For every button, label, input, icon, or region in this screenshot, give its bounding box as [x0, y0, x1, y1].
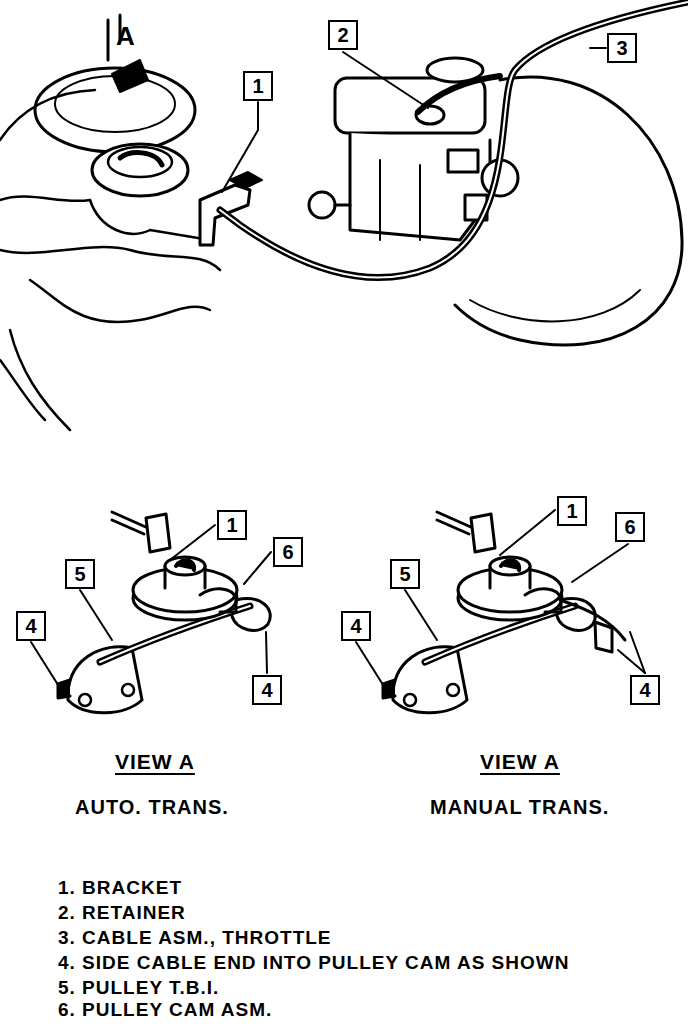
callout-number: 5	[74, 564, 85, 584]
callout-number: 3	[616, 38, 627, 58]
callout-box: 1	[217, 510, 247, 540]
callout-number: 4	[25, 616, 36, 636]
callout-box: 1	[243, 71, 273, 101]
legend-text: 1. BRACKET	[58, 878, 182, 899]
callout-box: 6	[615, 512, 645, 542]
callout-box: 6	[273, 537, 303, 567]
view-title: VIEW A	[115, 750, 195, 773]
callout-number: 4	[261, 680, 272, 700]
callout-box: 4	[16, 611, 46, 641]
leader-lines	[31, 510, 645, 688]
callout-number: 1	[252, 76, 263, 96]
view-title: VIEW A	[480, 750, 560, 773]
engine-illustration	[0, 2, 688, 430]
callout-box: 5	[390, 559, 420, 589]
callout-box: 5	[65, 559, 95, 589]
callout-number: 6	[624, 517, 635, 537]
callout-box: 4	[252, 675, 282, 705]
callout-number: 4	[350, 616, 361, 636]
view-caption: MANUAL TRANS.	[430, 796, 609, 818]
legend-text: 2. RETAINER	[58, 903, 186, 924]
auto-trans-view	[58, 512, 270, 713]
callout-number: 6	[282, 542, 293, 562]
callout-number: 2	[337, 25, 348, 45]
legend-text: 5. PULLEY T.B.I.	[58, 978, 219, 999]
callout-box: 4	[630, 675, 660, 705]
callout-box: 4	[341, 611, 371, 641]
view-letter: A	[116, 22, 136, 51]
view-caption: AUTO. TRANS.	[75, 796, 229, 818]
callout-number: 5	[399, 564, 410, 584]
leader-lines	[222, 48, 606, 192]
legend-text: 6. PULLEY CAM ASM.	[58, 1000, 272, 1021]
callout-number: 1	[566, 501, 577, 521]
manual-trans-view	[383, 512, 595, 713]
callout-number: 4	[639, 680, 650, 700]
callout-box: 3	[607, 33, 637, 63]
callout-number: 1	[226, 515, 237, 535]
legend-text: 4. SIDE CABLE END INTO PULLEY CAM AS SHO…	[58, 953, 569, 974]
callout-box: 1	[557, 496, 587, 526]
manual-cable-bracket	[560, 600, 625, 652]
legend-text: 3. CABLE ASM., THROTTLE	[58, 928, 332, 949]
callout-box: 2	[328, 20, 358, 50]
